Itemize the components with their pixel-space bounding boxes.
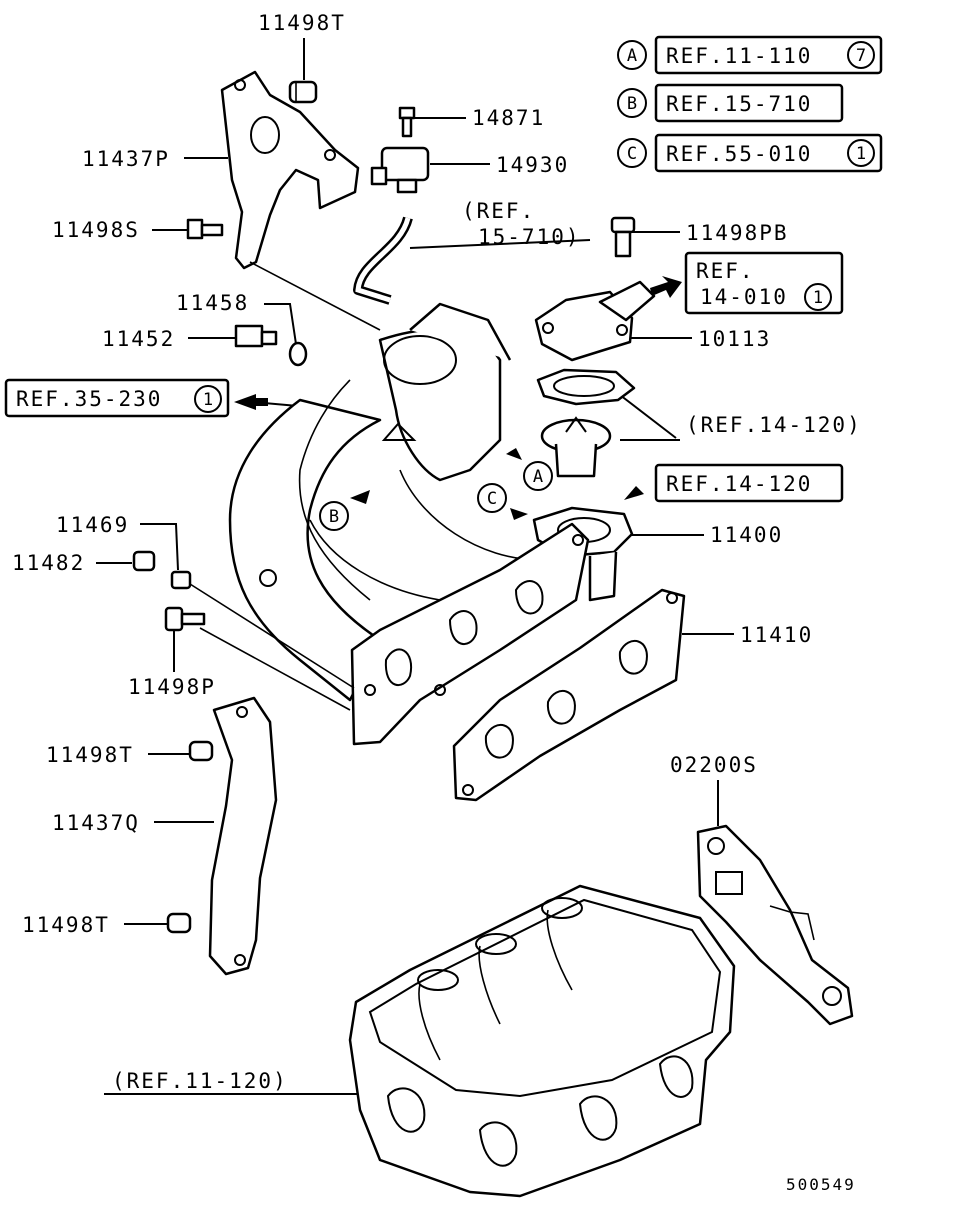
svg-text:B: B: [329, 507, 339, 527]
gasket-11410: [452, 588, 686, 802]
legend-ref-b: B REF.15-710: [617, 83, 844, 123]
label-11452: 11452: [102, 327, 175, 351]
nut-11482: [132, 550, 156, 572]
svg-text:C: C: [487, 489, 497, 509]
label-11498T-low: 11498T: [22, 913, 110, 937]
label-11469: 11469: [56, 513, 129, 537]
intake-manifold: [228, 302, 541, 702]
ref-11-120: (REF.11-120): [112, 1069, 288, 1093]
sensor-11452: [234, 324, 278, 348]
water-outlet-10113: [534, 280, 656, 362]
ref-35-230-box: REF.35-230 1: [4, 378, 230, 418]
label-11482: 11482: [12, 551, 85, 575]
manifold-flange: [350, 522, 590, 746]
ref-14-120-box: REF.14-120: [654, 463, 844, 503]
nut-11498T-mid: [188, 740, 214, 762]
bolt-11498S: [186, 218, 224, 240]
label-11498P: 11498P: [128, 675, 216, 699]
label-11410: 11410: [740, 623, 813, 647]
bolt-14871: [398, 106, 416, 138]
ref-14-010-box: REF. 14-010 1: [684, 251, 844, 315]
ref-14-010-line1: REF.: [696, 259, 755, 283]
nut-11469: [170, 570, 192, 590]
washer-11458: [288, 341, 308, 367]
bolt-11498PB: [610, 216, 636, 258]
arrow-14-120: [624, 486, 644, 500]
cylinder-head: [348, 884, 736, 1198]
label-11400: 11400: [710, 523, 783, 547]
diagram-id: 500549: [786, 1175, 856, 1194]
legend-c-letter: C: [627, 144, 637, 164]
gasket-thermostat: [536, 368, 636, 406]
arrow-35-230: [234, 394, 268, 410]
arrow-14-010: [650, 276, 682, 298]
label-11437P: 11437P: [82, 147, 170, 171]
ref-14-010-line2: 14-010: [700, 285, 788, 309]
label-11498T-top: 11498T: [258, 11, 346, 35]
sensor-14930: [370, 146, 430, 194]
ref-hose-line2: 15-710): [478, 225, 581, 249]
label-14930: 14930: [496, 153, 569, 177]
ref-35-230-text: REF.35-230: [16, 387, 162, 411]
ref-hose-line1: (REF.: [462, 199, 535, 223]
svg-text:A: A: [533, 467, 543, 487]
legend-c-num: 1: [856, 144, 866, 164]
label-02200S: 02200S: [670, 753, 758, 777]
legend-a-text: REF.11-110: [666, 44, 812, 68]
legend-ref-c: C REF.55-010 1: [617, 133, 883, 173]
legend-c-text: REF.55-010: [666, 142, 812, 166]
label-11498T-mid: 11498T: [46, 743, 134, 767]
marker-a: A: [523, 461, 553, 491]
nut-11498T-low: [166, 912, 192, 934]
legend-b-letter: B: [627, 94, 637, 114]
ref-14-010-num: 1: [813, 288, 823, 308]
marker-c: C: [477, 483, 507, 513]
label-14871: 14871: [472, 106, 545, 130]
label-11498S: 11498S: [52, 218, 140, 242]
bolt-11498P: [164, 606, 206, 632]
bracket-02200S: [696, 824, 854, 1026]
ref-35-230-num: 1: [203, 390, 213, 410]
nut-11498T-top: [288, 80, 318, 104]
label-10113: 10113: [698, 327, 771, 351]
label-11498PB: 11498PB: [686, 221, 789, 245]
legend-a-num: 7: [856, 46, 866, 66]
label-11437Q: 11437Q: [52, 811, 140, 835]
legend-b-text: REF.15-710: [666, 92, 812, 116]
ref-14-120-text: REF.14-120: [666, 472, 812, 496]
bracket-11437Q: [208, 696, 278, 976]
ref-14-120-paren: (REF.14-120): [686, 413, 862, 437]
legend-ref-a: A REF.11-110 7: [617, 35, 883, 75]
legend-a-letter: A: [627, 46, 637, 66]
thermostat: [540, 416, 612, 478]
bracket-11437P: [220, 70, 360, 270]
label-11458: 11458: [176, 291, 249, 315]
marker-b: B: [319, 501, 349, 531]
